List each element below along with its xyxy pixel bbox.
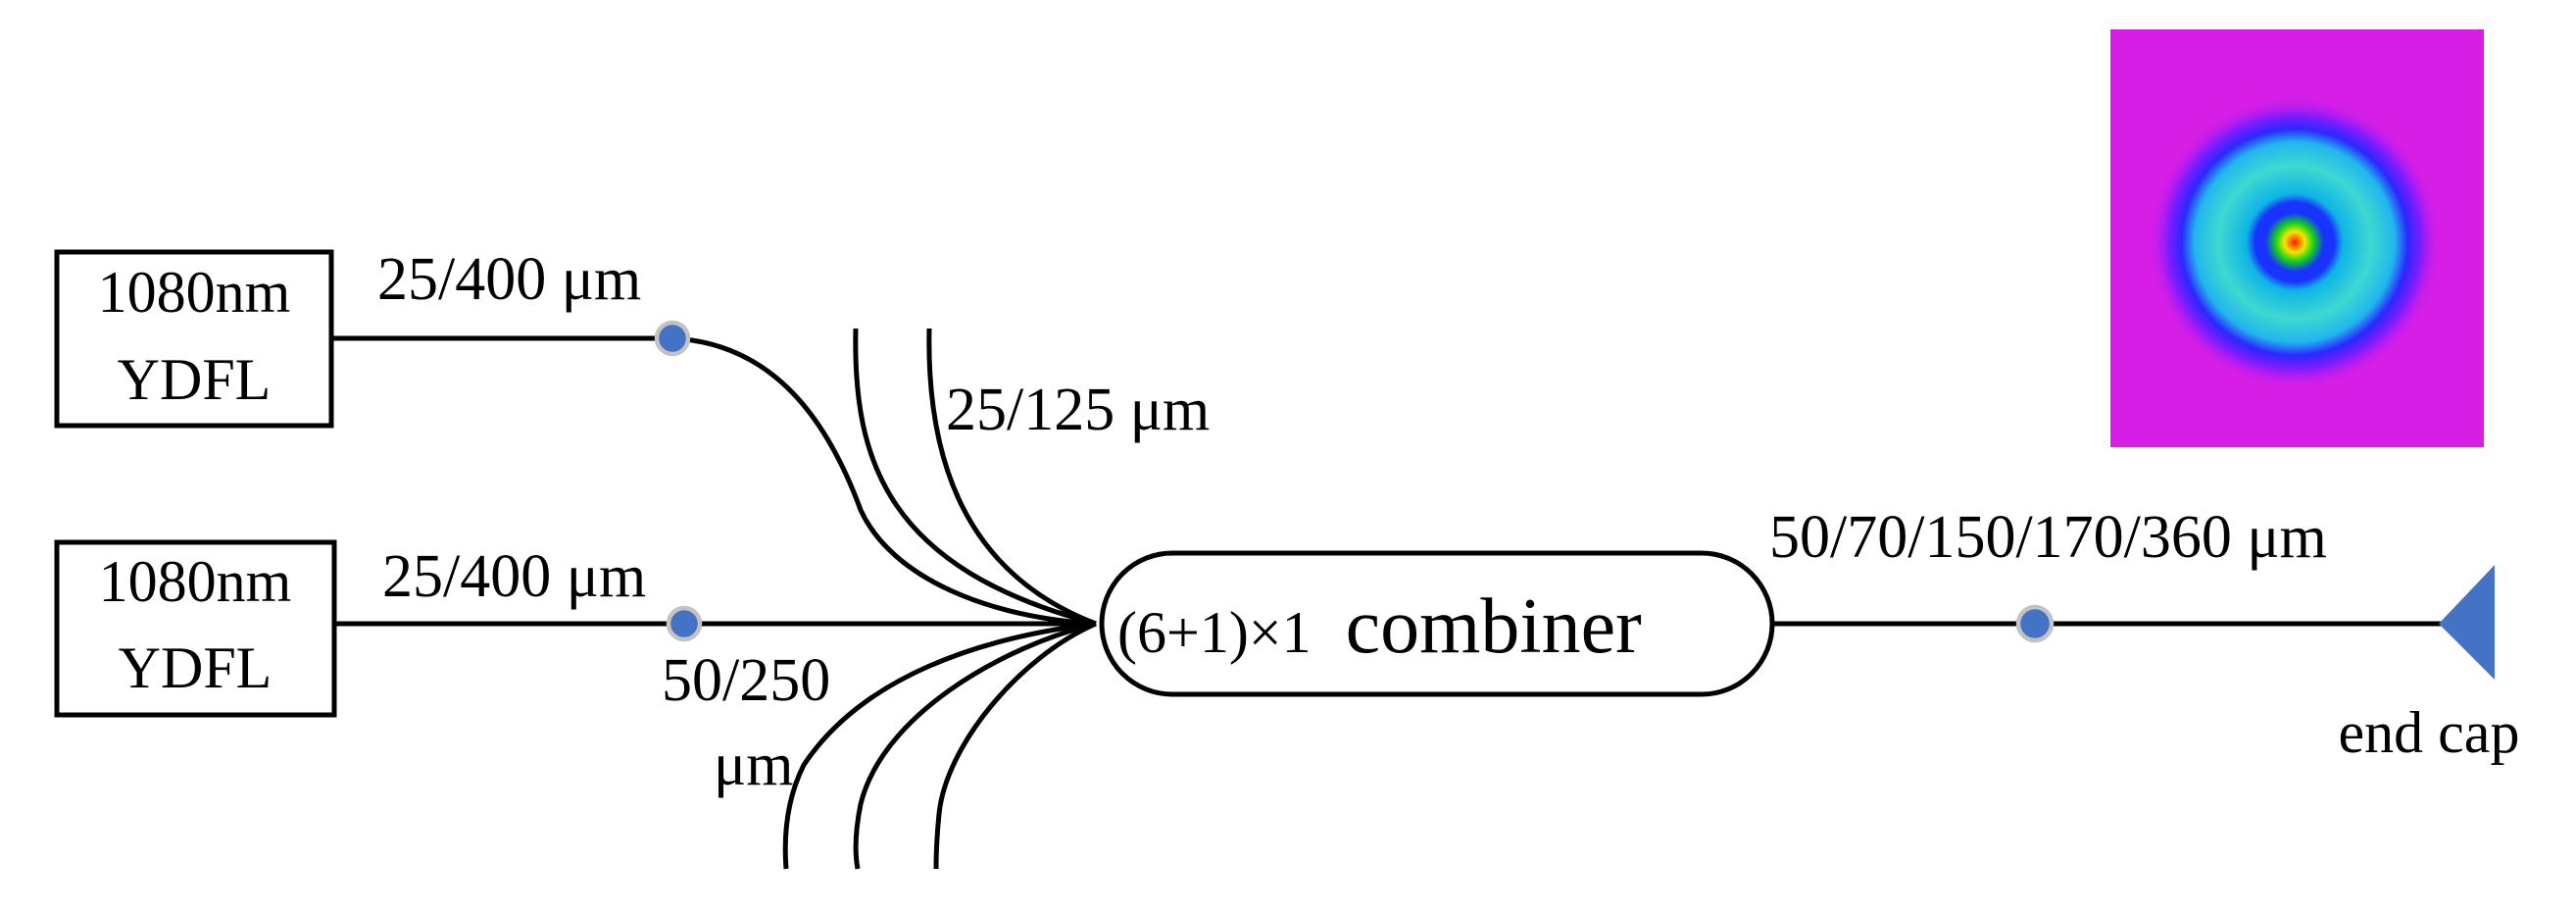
laser-2-wavelength: 1080nm: [99, 549, 292, 614]
bundle-fiber-1: [782, 621, 1097, 870]
laser-box-2: [54, 539, 337, 718]
splice-point-output: [2015, 604, 2055, 643]
bundle-fiber-label-line2: μm: [714, 732, 793, 798]
splice-point-bottom: [666, 605, 703, 642]
bundle-fiber-label-line1: 50/250: [662, 647, 830, 714]
input-fiber-top: [331, 335, 1097, 627]
signal-fiber-right: [926, 328, 1097, 627]
laser-1-type: YDFL: [118, 347, 272, 412]
signal-fiber-left: [853, 328, 1097, 627]
laser-2-type: YDFL: [119, 635, 272, 700]
ydfl-laser-1: 1080nm YDFL: [54, 249, 334, 429]
beam-profile-image: [2110, 29, 2484, 447]
combiner-label: (6+1)×1 combiner: [1117, 583, 1642, 670]
combiner-word: combiner: [1346, 583, 1642, 670]
combiner-port-config: (6+1)×1: [1117, 600, 1312, 665]
input-fiber-top-label: 25/400 μm: [377, 246, 641, 313]
splice-point-top: [654, 320, 691, 357]
laser-1-wavelength: 1080nm: [98, 260, 291, 325]
input-fiber-bottom-label: 25/400 μm: [382, 543, 646, 610]
signal-fiber-label: 25/125 μm: [946, 377, 1210, 443]
beam-profile-ring: [2148, 95, 2442, 389]
combiner-body: [1099, 550, 1775, 697]
end-cap-label: end cap: [2339, 700, 2520, 765]
bundle-fiber-3: [933, 621, 1098, 870]
combiner: (6+1)×1 combiner: [1099, 550, 1775, 697]
laser-box-1: [54, 249, 334, 429]
ydfl-laser-2: 1080nm YDFL: [54, 539, 337, 718]
bundle-fiber-2: [853, 621, 1097, 870]
end-cap-shape: [2439, 565, 2495, 680]
output-fiber-label: 50/70/150/170/360 μm: [1769, 504, 2327, 571]
